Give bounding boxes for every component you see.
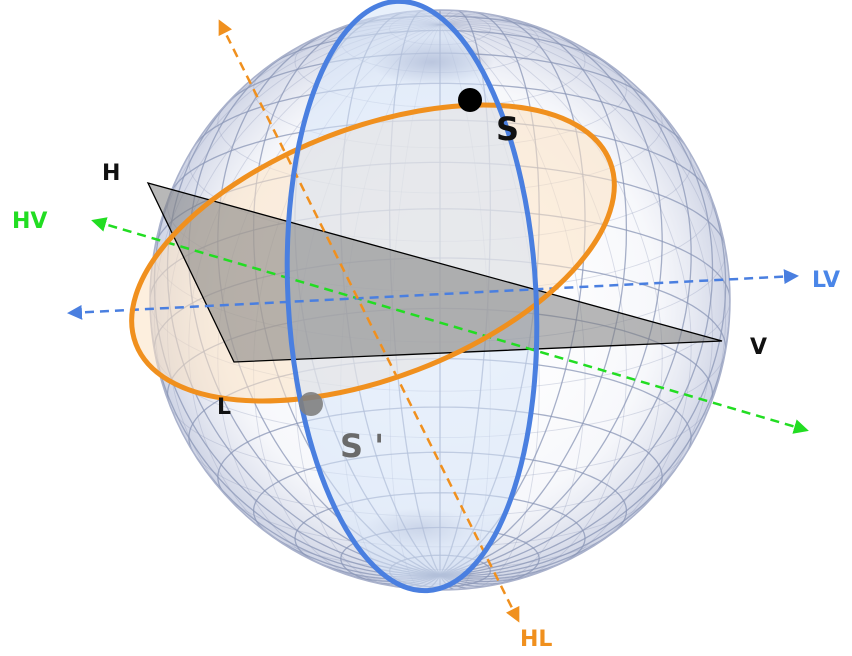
point-s-prime (299, 392, 323, 416)
label-hv: HV (12, 209, 47, 234)
blue-great-circle (284, 0, 540, 594)
label-l: L (217, 395, 231, 420)
label-v: V (750, 335, 767, 360)
label-h: H (102, 161, 120, 186)
label-s-prime: S ' (340, 427, 384, 465)
label-hl: HL (520, 627, 552, 652)
point-s (458, 88, 482, 112)
orange-great-circle (129, 102, 617, 404)
hl-axis (218, 19, 520, 623)
label-s: S (496, 110, 519, 148)
hv-axis (91, 217, 809, 434)
label-lv: LV (812, 268, 840, 293)
